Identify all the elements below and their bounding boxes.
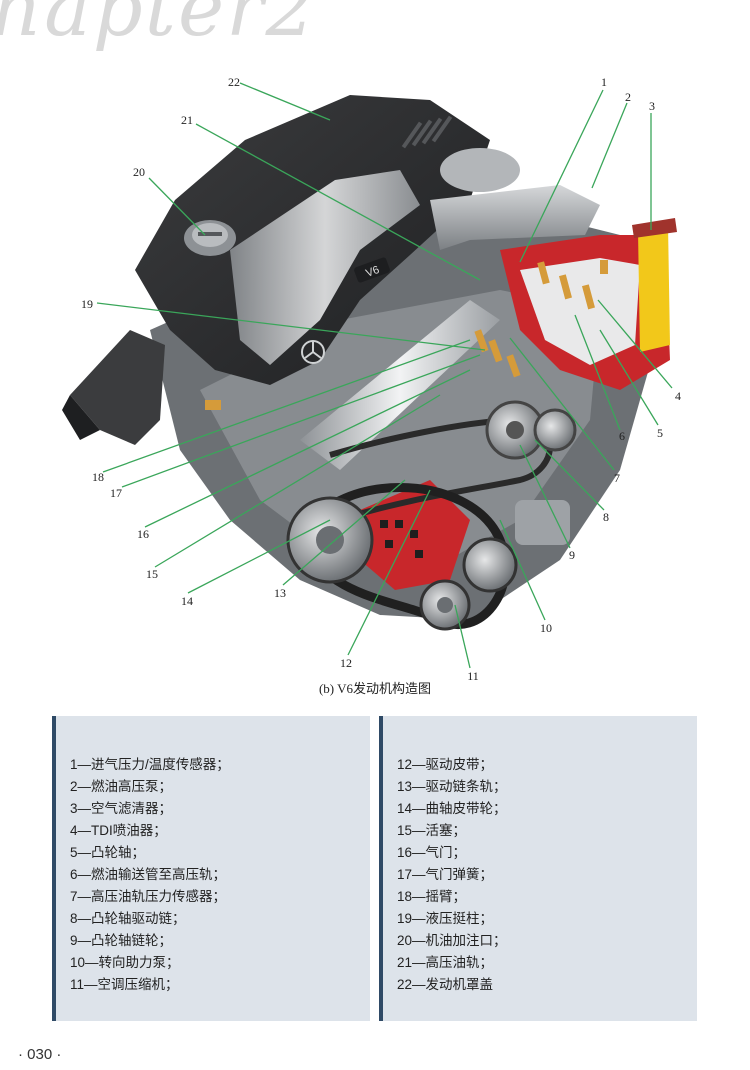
legend-panel: 1—进气压力/温度传感器； 2—燃油高压泵； 3—空气滤清器； 4—TDI喷油器… — [52, 716, 697, 1021]
callout-7: 7 — [614, 471, 620, 485]
figure-caption: (b) V6发动机构造图 — [318, 681, 432, 696]
legend-item: 8—凸轮轴驱动链； — [70, 911, 186, 926]
callout-2: 2 — [625, 90, 631, 104]
legend-item: 16—气门； — [397, 845, 467, 860]
callout-1: 1 — [601, 75, 607, 89]
callout-5: 5 — [657, 426, 663, 440]
legend-right-column: 12—驱动皮带； 13—驱动链条轨； 14—曲轴皮带轮； 15—活塞； 16—气… — [379, 716, 697, 1021]
callout-numbers: 1 2 3 4 5 6 7 8 9 10 11 12 13 14 15 16 1… — [81, 75, 681, 683]
callout-9: 9 — [569, 548, 575, 562]
callout-17: 17 — [110, 486, 122, 500]
legend-item: 9—凸轮轴链轮； — [70, 933, 173, 948]
legend-item: 17—气门弹簧； — [397, 867, 494, 882]
legend-item: 18—摇臂； — [397, 889, 467, 904]
legend-left-column: 1—进气压力/温度传感器； 2—燃油高压泵； 3—空气滤清器； 4—TDI喷油器… — [52, 716, 370, 1021]
engine-cover: V6 — [135, 95, 490, 385]
callout-22: 22 — [228, 75, 240, 89]
callout-18: 18 — [92, 470, 104, 484]
legend-item: 14—曲轴皮带轮； — [397, 801, 507, 816]
v6-badge-text: V6 — [364, 264, 381, 280]
drive-belt-system — [286, 483, 570, 631]
legend-item: 20—机油加注口； — [397, 933, 507, 948]
legend-item: 13—驱动链条轨； — [397, 779, 507, 794]
callout-19: 19 — [81, 297, 93, 311]
leader-lines — [96, 82, 673, 669]
callout-14: 14 — [181, 594, 193, 608]
callout-6: 6 — [619, 429, 625, 443]
page-number: · 030 · — [18, 1046, 62, 1063]
chapter-watermark: hapter2 — [0, 0, 318, 54]
legend-item: 7—高压油轨压力传感器； — [70, 889, 227, 904]
legend-item: 1—进气压力/温度传感器； — [70, 757, 230, 772]
legend-item: 12—驱动皮带； — [397, 757, 494, 772]
legend-item: 5—凸轮轴； — [70, 845, 146, 860]
legend-item: 22—发动机罩盖 — [397, 977, 494, 992]
callout-4: 4 — [675, 389, 681, 403]
legend-item: 19—液压挺柱； — [397, 911, 494, 926]
legend-item: 3—空气滤清器； — [70, 801, 173, 816]
callout-12: 12 — [340, 656, 352, 670]
legend-item: 15—活塞； — [397, 823, 467, 838]
callout-3: 3 — [649, 99, 655, 113]
callout-13: 13 — [274, 586, 286, 600]
callout-16: 16 — [137, 527, 149, 541]
callout-10: 10 — [540, 621, 552, 635]
callout-8: 8 — [603, 510, 609, 524]
callout-21: 21 — [181, 113, 193, 127]
legend-item: 4—TDI喷油器； — [70, 823, 167, 838]
timing-chain — [329, 400, 577, 523]
legend-item: 6—燃油输送管至高压轨； — [70, 867, 227, 882]
injectors — [205, 260, 608, 410]
engine-diagram: V6 — [62, 75, 681, 683]
legend-item: 21—高压油轨； — [397, 955, 494, 970]
legend-item: 11—空调压缩机； — [70, 977, 179, 992]
air-intake-hose — [62, 330, 165, 445]
oil-filler-cap — [184, 220, 236, 256]
air-filter — [632, 218, 677, 352]
callout-15: 15 — [146, 567, 158, 581]
legend-item: 2—燃油高压泵； — [70, 779, 173, 794]
callout-20: 20 — [133, 165, 145, 179]
legend-item: 10—转向助力泵； — [70, 955, 180, 970]
callout-11: 11 — [467, 669, 479, 683]
